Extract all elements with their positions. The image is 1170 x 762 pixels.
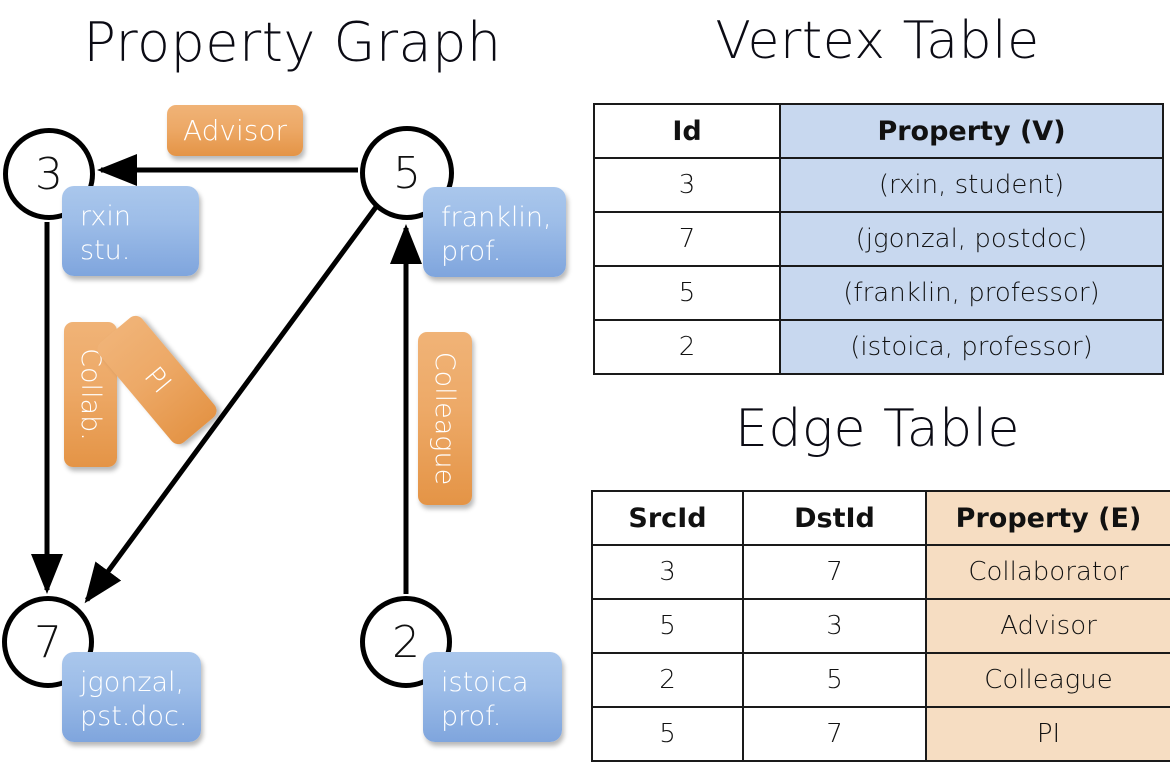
graph-node-5[interactable]: 5 [360,126,454,220]
edge-callout-colleague: Colleague [418,332,472,505]
vertex-callout-jgonzal-line2: pst.doc. [80,701,188,732]
vertex-table-header-property: Property (V) [779,103,1164,159]
edge-row-1-dst: 3 [742,598,927,654]
edge-callout-collab-text: Collab. [75,348,106,441]
edge-row-2-dst: 5 [742,652,927,708]
vertex-callout-jgonzal: jgonzal, pst.doc. [62,652,201,742]
table-row: 5 3 Advisor [591,598,1170,654]
graph-node-7-label: 7 [34,616,62,668]
graph-node-3-label: 3 [35,148,63,200]
edge-row-3-property: PI [925,706,1170,762]
edge-table-header-row: SrcId DstId Property (E) [591,490,1170,546]
vertex-table: Id Property (V) 3 (rxin, student) 7 (jgo… [593,103,1164,375]
vertex-callout-jgonzal-line1: jgonzal, [80,667,185,698]
edge-table-header-property: Property (E) [925,490,1170,546]
vertex-row-3-id: 2 [593,319,781,375]
vertex-row-2-property: (franklin, professor) [779,265,1164,321]
table-row: 5 7 PI [591,706,1170,762]
table-row: 7 (jgonzal, postdoc) [593,211,1164,267]
edge-row-0-property: Collaborator [925,544,1170,600]
graph-node-5-label: 5 [393,147,421,199]
table-row: 2 5 Colleague [591,652,1170,708]
page-title-vertex-table: Vertex Table [715,11,1040,71]
graph-node-2-label: 2 [392,616,420,668]
vertex-row-2-id: 5 [593,265,781,321]
vertex-callout-rxin: rxin stu. [62,186,199,276]
edge-callout-advisor-text: Advisor [182,114,287,147]
table-row: 5 (franklin, professor) [593,265,1164,321]
edge-line-pi [84,205,379,604]
edge-row-2-property: Colleague [925,652,1170,708]
vertex-row-0-id: 3 [593,157,781,213]
table-row: 3 (rxin, student) [593,157,1164,213]
vertex-callout-istoica: istoica prof. [423,652,562,742]
vertex-row-0-property: (rxin, student) [779,157,1164,213]
vertex-table-header-id: Id [593,103,781,159]
page-title-property-graph: Property Graph [83,11,502,74]
vertex-callout-istoica-line2: prof. [441,701,502,732]
vertex-table-header-row: Id Property (V) [593,103,1164,159]
vertex-callout-franklin: franklin, prof. [423,187,566,277]
edge-table-header-dstid: DstId [742,490,927,546]
edge-table: SrcId DstId Property (E) 3 7 Collaborato… [591,490,1170,762]
vertex-callout-franklin-line1: franklin, [441,202,552,233]
vertex-callout-istoica-line1: istoica [441,667,529,698]
edge-row-1-property: Advisor [925,598,1170,654]
graph-edge-lines [31,154,422,604]
vertex-row-1-property: (jgonzal, postdoc) [779,211,1164,267]
vertex-callout-rxin-line2: stu. [80,235,131,266]
graph-node-2[interactable]: 2 [360,596,452,688]
edge-callout-pi-text: PI [137,360,177,400]
table-row: 2 (istoica, professor) [593,319,1164,375]
table-row: 3 7 Collaborator [591,544,1170,600]
page-title-edge-table: Edge Table [734,399,1021,459]
edge-callout-advisor: Advisor [167,105,303,156]
vertex-callout-franklin-line2: prof. [441,236,502,267]
edge-row-0-src: 3 [591,544,744,600]
edge-row-1-src: 5 [591,598,744,654]
edge-callout-colleague-text: Colleague [429,351,461,486]
vertex-row-1-id: 7 [593,211,781,267]
edge-row-3-dst: 7 [742,706,927,762]
edge-row-3-src: 5 [591,706,744,762]
edge-row-2-src: 2 [591,652,744,708]
vertex-callout-rxin-line1: rxin [80,201,131,232]
property-graph-diagram: 3 5 7 2 rxin stu. franklin, prof. jgonza… [0,0,585,760]
edge-row-0-dst: 7 [742,544,927,600]
vertex-row-3-property: (istoica, professor) [779,319,1164,375]
edge-table-header-srcid: SrcId [591,490,744,546]
